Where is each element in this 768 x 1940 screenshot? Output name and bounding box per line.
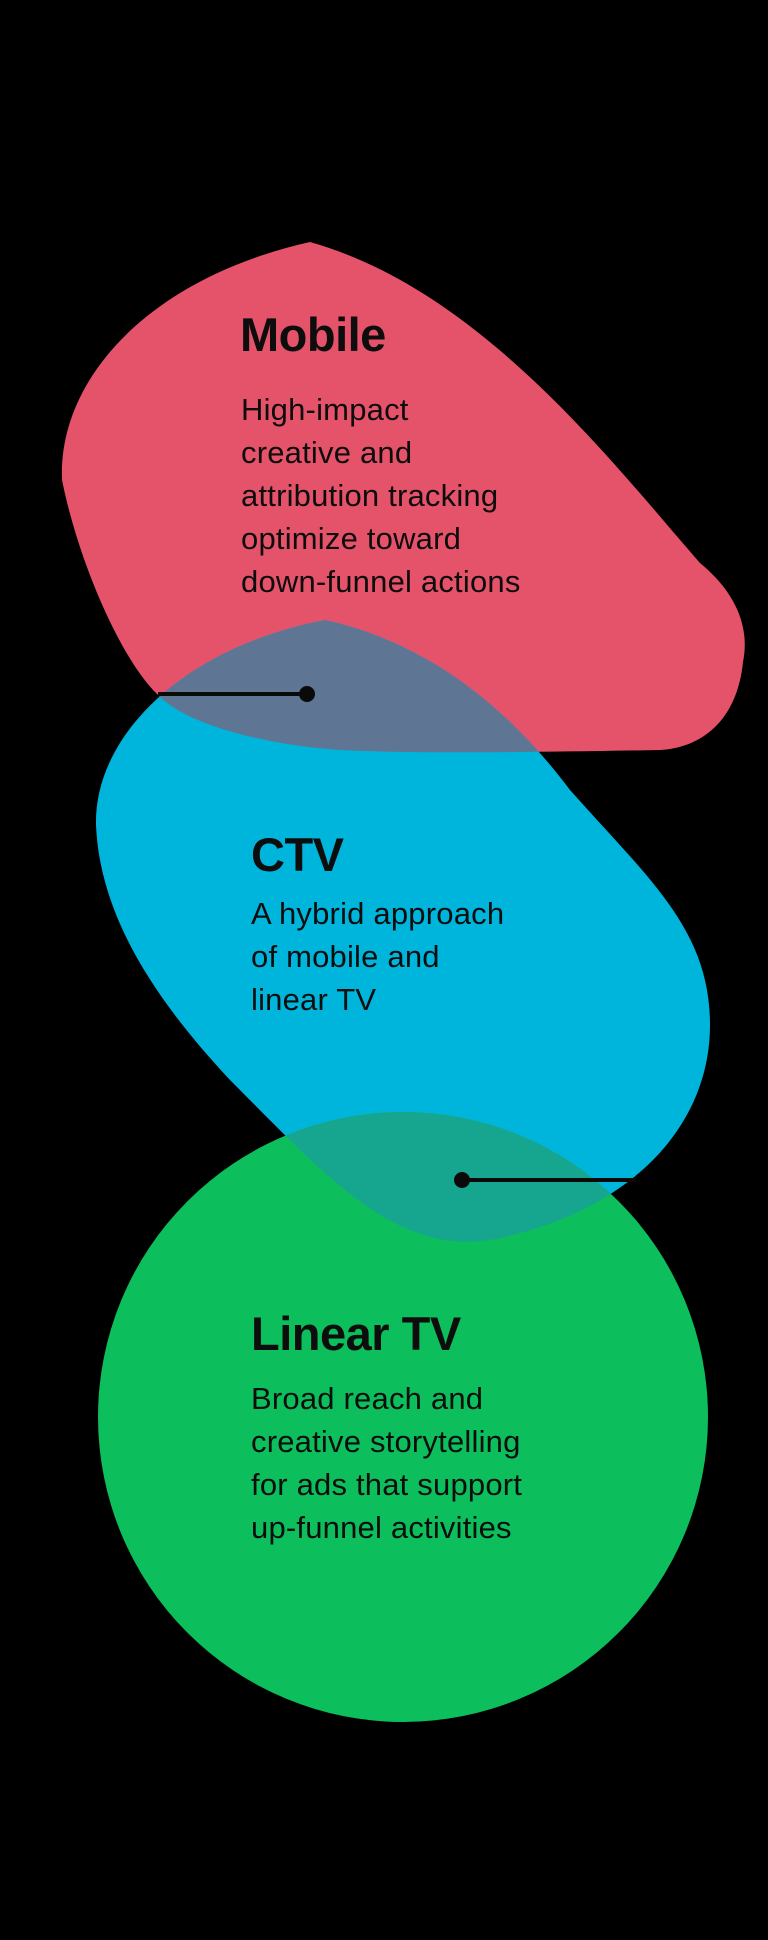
mobile-section-description: High-impact creative and attribution tra… xyxy=(241,392,521,599)
ctv-section-description: A hybrid approach of mobile and linear T… xyxy=(251,896,505,1017)
mobile-blob xyxy=(61,242,745,753)
ctv-blob xyxy=(95,620,710,1242)
mobile-ctv-callout-dot xyxy=(299,686,315,702)
mobile-section-title: Mobile xyxy=(240,308,386,361)
ctv-linear-callout-dot xyxy=(454,1172,470,1188)
linear-tv-blob xyxy=(98,1112,708,1722)
linear-tv-section-description: Broad reach and creative storytelling fo… xyxy=(251,1381,523,1545)
ctv-section-title: CTV xyxy=(251,828,344,881)
linear-tv-section-title: Linear TV xyxy=(251,1307,461,1360)
